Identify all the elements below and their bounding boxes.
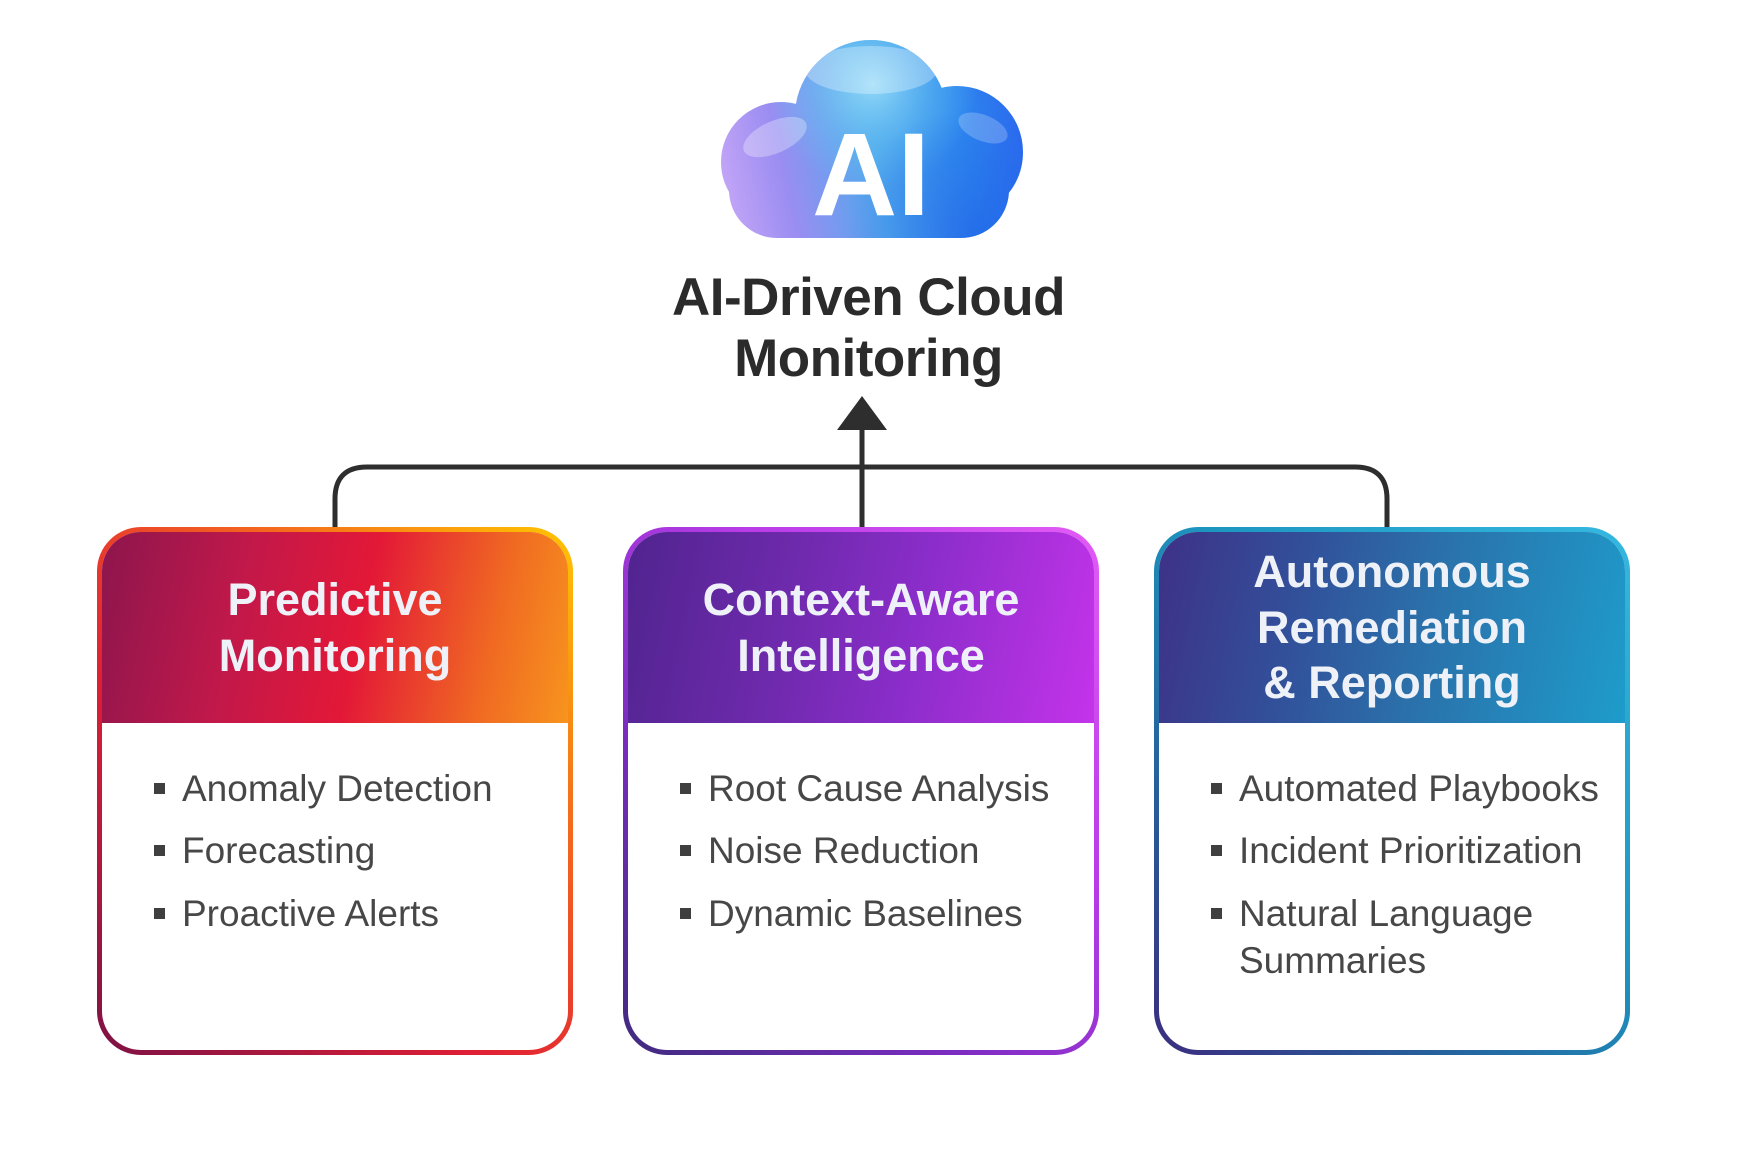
card3-title: Autonomous Remediation & Reporting [1159,532,1625,723]
ai-cloud-icon: AI [695,32,1043,264]
list-item: Incident Prioritization [1209,827,1601,874]
card1-title-line2: Monitoring [218,629,452,681]
branch-line [332,464,1390,532]
list-item: Automated Playbooks [1209,765,1601,812]
card3-bullet-list: Automated Playbooks Incident Prioritizat… [1209,765,1601,984]
card2-bullet-list: Root Cause Analysis Noise Reduction Dyna… [678,765,1070,937]
page-title-line1: AI-Driven Cloud [672,268,1065,327]
list-item: Anomaly Detection [152,765,544,812]
card1-bullet-list: Anomaly Detection Forecasting Proactive … [152,765,544,937]
up-arrow-icon [837,396,887,430]
list-item: Forecasting [152,827,544,874]
page-title: AI-Driven Cloud Monitoring [0,268,1737,390]
list-item: Dynamic Baselines [678,890,1070,937]
cloud-icon: AI [721,40,1023,241]
card3-title-line1: Autonomous [1253,545,1531,597]
card2-title-line1: Context-Aware [702,573,1020,625]
cloud-ai-label: AI [812,109,930,241]
card1-title-line1: Predictive [227,573,443,625]
card-context-aware-intelligence: Context-Aware Intelligence Root Cause An… [623,527,1099,1055]
card3-title-line3: & Reporting [1263,657,1521,709]
page-title-line2: Monitoring [734,328,1003,388]
list-item: Natural Language Summaries [1209,890,1601,985]
card-predictive-monitoring: Predictive Monitoring Anomaly Detection … [97,527,573,1055]
card3-title-line2: Remediation [1256,601,1528,653]
list-item: Noise Reduction [678,827,1070,874]
card-autonomous-remediation-reporting: Autonomous Remediation & Reporting Autom… [1154,527,1630,1055]
card1-title: Predictive Monitoring [102,532,568,723]
list-item: Root Cause Analysis [678,765,1070,812]
card2-title-line2: Intelligence [737,629,985,681]
list-item: Proactive Alerts [152,890,544,937]
card2-title: Context-Aware Intelligence [628,532,1094,723]
